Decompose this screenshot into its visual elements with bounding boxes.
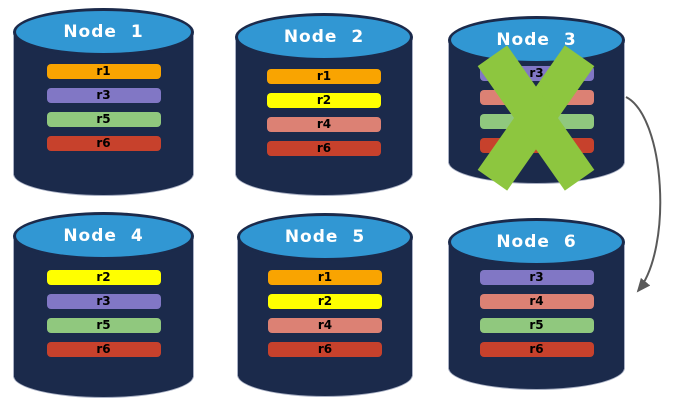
replica-list: r1 r3 r5 r6 — [46, 64, 161, 151]
replica-bar: r1 — [268, 270, 382, 285]
cylinder-top: Node 2 — [235, 13, 413, 61]
replica-bar: r4 — [479, 294, 594, 309]
replica-bar: r6 — [268, 342, 382, 357]
replica-bar: r5 — [46, 318, 161, 333]
node-title: Node 3 — [496, 30, 577, 50]
node-title: Node 4 — [63, 226, 144, 246]
node-title: Node 1 — [63, 22, 144, 42]
replica-list: r1 r2 r4 r6 — [267, 69, 381, 156]
node-title: Node 2 — [283, 27, 365, 47]
node-cylinder-4: Node 4 r2 r3 r5 r6 — [13, 212, 194, 398]
arrow-curve — [625, 96, 662, 293]
replica-bar: r2 — [268, 294, 382, 309]
replica-bar: r2 — [267, 93, 381, 108]
node-title: Node 5 — [284, 227, 366, 247]
replica-bar: r3 — [46, 294, 161, 309]
node-cylinder-6: Node 6 r3 r4 r5 r6 — [448, 218, 625, 390]
cylinder-top: Node 4 — [13, 212, 194, 260]
replica-bar: r6 — [479, 342, 594, 357]
replica-bar: r6 — [46, 342, 161, 357]
replica-bar: r6 — [267, 141, 381, 156]
replica-bar: r3 — [46, 88, 161, 103]
replica-bar: r3 — [479, 270, 594, 285]
node-cylinder-5: Node 5 r1 r2 r4 r6 — [237, 213, 413, 397]
cylinder-top: Node 5 — [237, 213, 413, 261]
replica-bar: r5 — [479, 318, 594, 333]
node-cylinder-2: Node 2 r1 r2 r4 r6 — [235, 13, 413, 196]
replica-list: r2 r3 r5 r6 — [46, 270, 161, 357]
replica-list: r1 r2 r4 r6 — [268, 270, 382, 357]
node-cylinder-1: Node 1 r1 r3 r5 r6 — [13, 8, 194, 196]
replica-bar: r1 — [46, 64, 161, 79]
node-title: Node 6 — [496, 232, 577, 252]
replica-bar: r6 — [46, 136, 161, 151]
replica-list: r3 r4 r5 r6 — [479, 270, 594, 357]
cylinder-top: Node 1 — [13, 8, 194, 56]
replica-bar: r5 — [46, 112, 161, 127]
replica-bar: r4 — [267, 117, 381, 132]
cylinder-top: Node 6 — [448, 218, 625, 266]
replica-bar: r2 — [46, 270, 161, 285]
replica-bar: r1 — [267, 69, 381, 84]
replica-bar: r4 — [268, 318, 382, 333]
cylinder-top: Node 3 — [448, 16, 625, 64]
